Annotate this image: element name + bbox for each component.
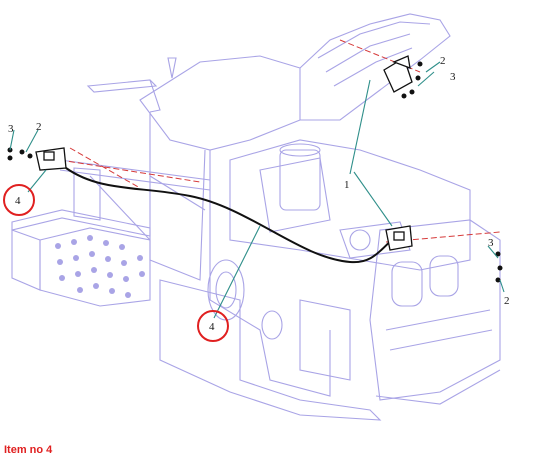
callout-3-left: 3 bbox=[8, 123, 14, 135]
leader-lines bbox=[9, 61, 505, 319]
callout-3-right: 3 bbox=[488, 237, 494, 249]
lower-chassis bbox=[159, 279, 382, 421]
callout-2-right: 2 bbox=[504, 295, 510, 307]
fasteners bbox=[7, 61, 503, 283]
step-platform bbox=[11, 209, 151, 307]
callout-1: 1 bbox=[344, 179, 350, 191]
release-cable bbox=[65, 167, 393, 264]
front-panel bbox=[369, 219, 501, 401]
callout-2-left: 2 bbox=[36, 121, 42, 133]
cab-body bbox=[139, 55, 301, 151]
callout-4-left: 4 bbox=[15, 195, 21, 207]
item-highlights bbox=[3, 184, 229, 342]
callout-4-mid: 4 bbox=[209, 321, 215, 333]
latch-bracket-left bbox=[35, 147, 67, 171]
engine-compartment bbox=[229, 139, 471, 271]
item-caption: Item no 4 bbox=[4, 444, 53, 456]
latch-bracket-top bbox=[383, 55, 413, 93]
highlight-circle-left bbox=[3, 184, 35, 216]
highlight-circle-mid bbox=[197, 310, 229, 342]
latch-bracket-right bbox=[385, 225, 413, 251]
callout-2-top: 2 bbox=[440, 55, 446, 67]
machine-outline bbox=[11, 13, 501, 421]
lever-handle bbox=[86, 79, 158, 93]
callout-3-top: 3 bbox=[450, 71, 456, 83]
hinge-axis-lines bbox=[59, 39, 501, 243]
callout-labels: 1 2 3 3 2 4 4 3 2 bbox=[8, 55, 510, 333]
